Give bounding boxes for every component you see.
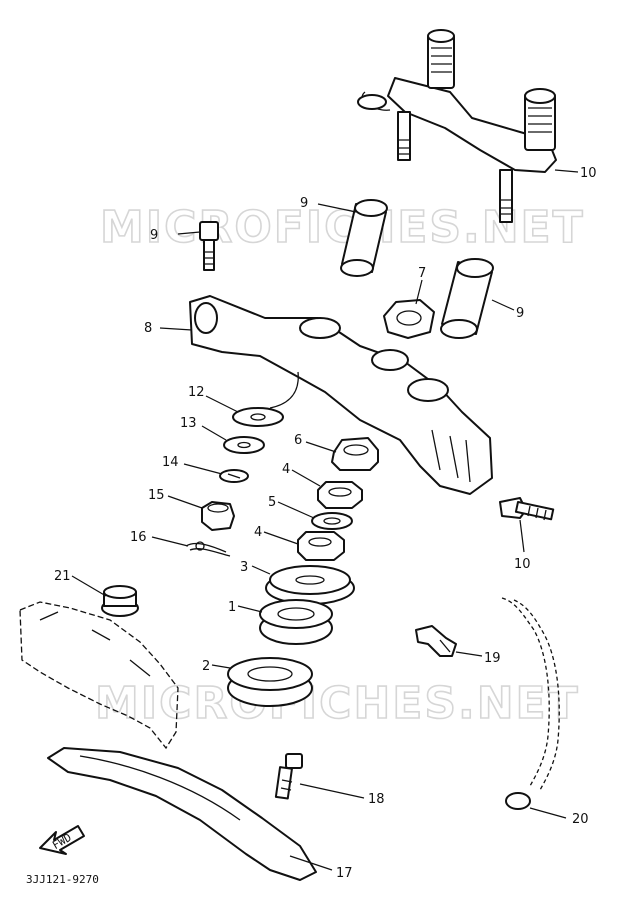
callout-13: 13 bbox=[180, 416, 197, 431]
forward-arrow-icon: FWD bbox=[39, 825, 85, 855]
damper-9-upper bbox=[340, 199, 388, 277]
clip-19 bbox=[415, 625, 457, 657]
callout-8: 8 bbox=[144, 321, 152, 336]
callout-4-upper: 4 bbox=[282, 462, 290, 477]
ring-nut-4-lower bbox=[297, 531, 345, 561]
drawing-code: 3JJ121-9270 bbox=[26, 873, 99, 886]
lock-washer-6 bbox=[331, 437, 379, 471]
callout-3: 3 bbox=[240, 560, 248, 575]
callout-9-upper: 9 bbox=[300, 196, 308, 211]
washer-5 bbox=[311, 512, 353, 530]
nut-15 bbox=[201, 501, 235, 531]
nut-7 bbox=[383, 299, 435, 339]
bearing-race-2 bbox=[227, 657, 313, 707]
guard-17 bbox=[47, 747, 317, 881]
dust-seal-3 bbox=[265, 565, 355, 605]
side-cover-panel bbox=[19, 601, 179, 750]
callout-17: 17 bbox=[336, 866, 353, 881]
washer-13 bbox=[223, 436, 265, 454]
grommet-21 bbox=[101, 585, 139, 617]
damper-9-lower bbox=[440, 258, 494, 339]
watermark-bottom: MICROFICHES.NET bbox=[95, 678, 580, 729]
ring-nut-4-upper bbox=[317, 481, 363, 509]
callout-18: 18 bbox=[368, 792, 385, 807]
bearing-1 bbox=[259, 599, 333, 645]
callout-19: 19 bbox=[484, 651, 501, 666]
callout-labels: 10 9 9 7 9 8 12 13 14 15 16 6 4 5 4 3 1 … bbox=[54, 166, 597, 881]
bolt-10-lower bbox=[499, 497, 555, 521]
callout-15: 15 bbox=[148, 488, 165, 503]
callout-4-lower: 4 bbox=[254, 525, 262, 540]
callout-11: 10 bbox=[580, 166, 597, 181]
callout-14: 14 bbox=[162, 455, 179, 470]
callout-9-lower: 9 bbox=[516, 306, 524, 321]
callout-1: 1 bbox=[228, 600, 236, 615]
callout-6: 6 bbox=[294, 433, 302, 448]
callout-5: 5 bbox=[268, 495, 276, 510]
callout-10-upper: 9 bbox=[150, 228, 158, 243]
cotter-pin-16 bbox=[185, 541, 231, 557]
callout-16: 16 bbox=[130, 530, 147, 545]
callout-12: 12 bbox=[188, 385, 205, 400]
leader-lines bbox=[71, 169, 579, 871]
lower-bracket-8 bbox=[189, 295, 493, 495]
bolt-10-upper bbox=[199, 221, 219, 271]
lock-washer-14 bbox=[219, 469, 249, 483]
callout-2: 2 bbox=[202, 659, 210, 674]
bolt-18 bbox=[274, 753, 303, 800]
callout-21: 21 bbox=[54, 569, 71, 584]
hose-20 bbox=[501, 597, 560, 810]
callout-20: 20 bbox=[572, 812, 589, 827]
callout-10-lower: 10 bbox=[514, 557, 531, 572]
callout-7: 7 bbox=[418, 266, 426, 281]
washer-12 bbox=[232, 407, 284, 427]
upper-bracket-11 bbox=[357, 29, 557, 223]
